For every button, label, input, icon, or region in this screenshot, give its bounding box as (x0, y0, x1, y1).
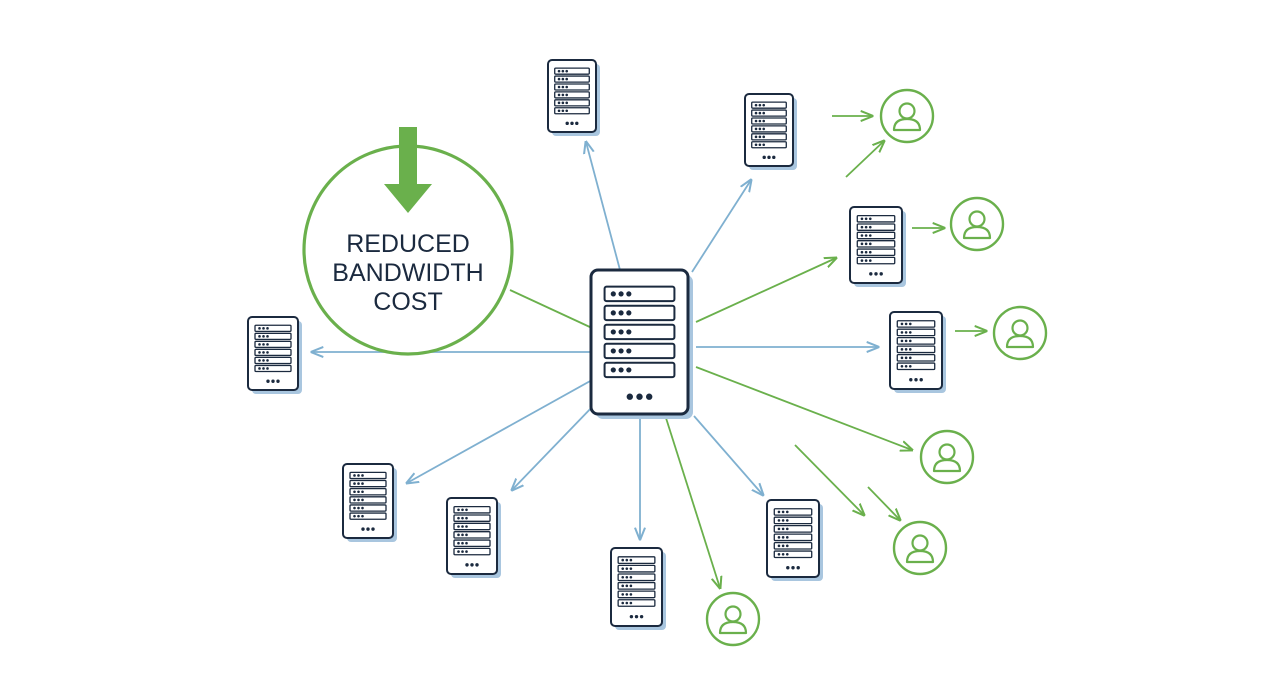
edge-server-icon (342, 463, 397, 542)
edge-server-icon (247, 316, 302, 394)
callout-line-1: REDUCED (346, 230, 470, 258)
connectors (312, 116, 986, 588)
edge-server-icon (547, 59, 600, 136)
user-icon (949, 196, 1005, 252)
link-edge-to-user-5 (867, 486, 900, 520)
link-edge-to-user-4 (794, 444, 864, 515)
callout-line-2: BANDWIDTH (332, 259, 483, 287)
link-to-edge-lower-left-2 (512, 403, 596, 490)
down-arrow-icon (384, 127, 432, 213)
callout-line-3: COST (373, 288, 442, 316)
users (705, 88, 1048, 647)
reduced-bandwidth-callout: REDUCED BANDWIDTH COST (302, 127, 514, 356)
edge-server-icon (610, 547, 666, 630)
link-to-edge-top (586, 142, 621, 271)
link-edge-to-user-1b (845, 141, 884, 178)
edge-server-icon (744, 93, 797, 170)
servers (247, 59, 946, 630)
edge-server-icon (889, 311, 946, 393)
link-to-edge-right-green (695, 258, 836, 323)
link-to-edge-lower-right (693, 415, 763, 495)
user-icon (879, 88, 935, 144)
link-callout (509, 289, 593, 329)
edge-server-icon (446, 497, 501, 578)
link-to-edge-lower-left (407, 379, 593, 483)
edge-server-icon (766, 499, 823, 581)
user-icon (892, 520, 948, 576)
origin-server-icon (589, 268, 693, 419)
user-icon (919, 429, 975, 485)
link-to-user-bottom (665, 417, 720, 588)
user-icon (992, 305, 1048, 361)
edge-server-icon (849, 206, 906, 287)
user-icon (705, 591, 761, 647)
link-to-user-right (695, 366, 912, 450)
link-to-edge-upper-right (691, 180, 751, 273)
